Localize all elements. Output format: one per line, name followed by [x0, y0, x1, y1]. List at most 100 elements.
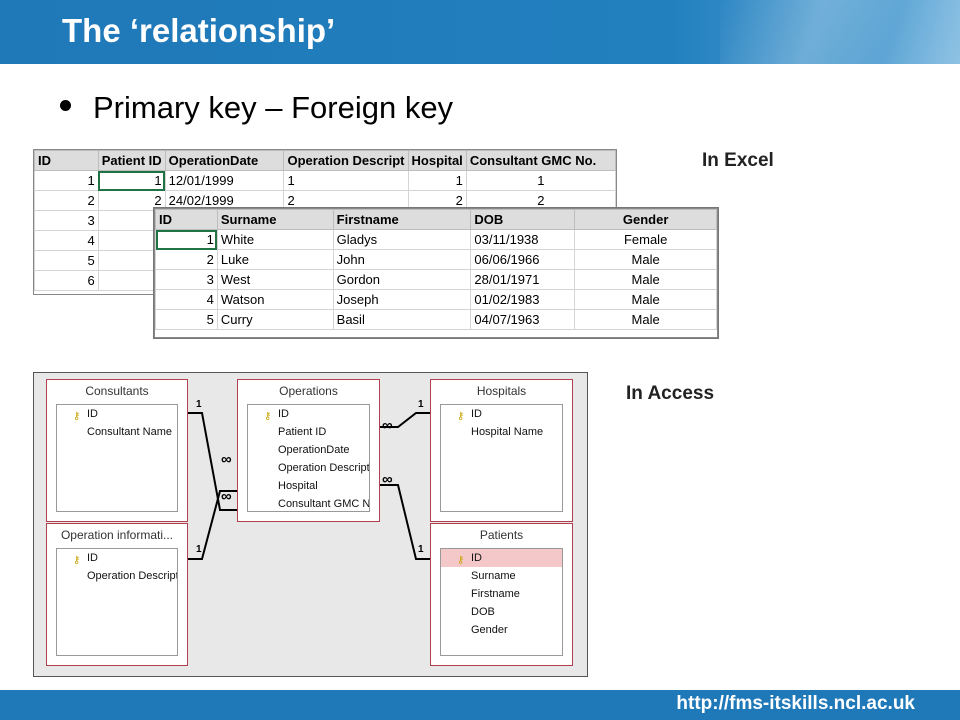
- field-label: ID: [87, 552, 98, 564]
- relationship-line: [380, 412, 430, 428]
- column-header: Patient ID: [97, 150, 166, 171]
- cell[interactable]: John: [332, 249, 472, 270]
- field-item[interactable]: Operation Descript: [248, 459, 369, 477]
- field-item[interactable]: Patient ID: [248, 423, 369, 441]
- table-title: Consultants: [85, 384, 149, 398]
- field-item[interactable]: Gender: [441, 621, 562, 639]
- cell[interactable]: West: [216, 269, 334, 290]
- cell[interactable]: Gladys: [332, 229, 472, 250]
- cell[interactable]: 4: [155, 289, 218, 310]
- cell[interactable]: 3: [34, 210, 99, 231]
- cell[interactable]: Male: [574, 289, 717, 310]
- field-item[interactable]: Surname: [441, 567, 562, 585]
- cell[interactable]: 06/06/1966: [470, 249, 576, 270]
- cell[interactable]: Luke: [216, 249, 334, 270]
- cell[interactable]: 5: [34, 250, 99, 271]
- field-item[interactable]: Hospital Name: [441, 423, 562, 441]
- field-item[interactable]: ⚷ID: [57, 405, 177, 423]
- cell[interactable]: 12/01/1999: [164, 170, 285, 191]
- cell[interactable]: 2: [34, 190, 99, 211]
- table-patients[interactable]: Patients ⚷ID Surname Firstname DOB Gende…: [430, 523, 573, 666]
- column-header: Firstname: [332, 209, 472, 230]
- cell[interactable]: 2: [155, 249, 218, 270]
- field-list: ⚷ID Surname Firstname DOB Gender: [440, 548, 563, 656]
- field-item[interactable]: Consultant GMC N: [248, 495, 369, 513]
- table-row: 4 Watson Joseph 01/02/1983 Male: [155, 289, 717, 310]
- cell[interactable]: 1: [407, 170, 467, 191]
- cell[interactable]: 1: [34, 170, 99, 191]
- cell[interactable]: Female: [574, 229, 717, 250]
- cell[interactable]: 01/02/1983: [470, 289, 576, 310]
- cell[interactable]: Curry: [216, 309, 334, 330]
- field-label: Operation Descript: [87, 570, 177, 582]
- cell[interactable]: Watson: [216, 289, 334, 310]
- table-row: 1 1 12/01/1999 1 1 1: [34, 170, 616, 191]
- label-in-access: In Access: [626, 383, 715, 404]
- field-list: ⚷ID Patient ID OperationDate Operation D…: [247, 404, 370, 512]
- field-label: Operation Descript: [278, 462, 369, 474]
- field-item[interactable]: OperationDate: [248, 441, 369, 459]
- table-header-row: ID Patient ID OperationDate Operation De…: [34, 150, 616, 171]
- header-decoration: [720, 0, 960, 64]
- table-row: 5 Curry Basil 04/07/1963 Male: [155, 309, 717, 330]
- field-label: ID: [278, 408, 289, 420]
- slide-title: The ‘relationship’: [62, 12, 336, 49]
- bullet-text: Primary key – Foreign key: [93, 90, 454, 125]
- field-item[interactable]: Consultant Name: [57, 423, 177, 441]
- cell[interactable]: 03/11/1938: [470, 229, 576, 250]
- footer-url[interactable]: http://fms-itskills.ncl.ac.uk: [676, 693, 915, 714]
- table-hospitals[interactable]: Hospitals ⚷ID Hospital Name: [430, 379, 573, 522]
- table-row: 2 2 24/02/1999 2 2 2: [34, 190, 616, 211]
- label-in-excel: In Excel: [702, 150, 774, 171]
- cell[interactable]: 3: [155, 269, 218, 290]
- cell[interactable]: 1: [465, 170, 616, 191]
- table-operations[interactable]: Operations ⚷ID Patient ID OperationDate …: [237, 379, 380, 522]
- cell[interactable]: 5: [155, 309, 218, 330]
- field-label: Consultant Name: [87, 426, 172, 438]
- field-label: Hospital Name: [471, 426, 544, 438]
- field-item[interactable]: ⚷ID: [248, 405, 369, 423]
- cell[interactable]: 04/07/1963: [470, 309, 576, 330]
- table-row: 3 West Gordon 28/01/1971 Male: [155, 269, 717, 290]
- field-label: Firstname: [471, 588, 520, 600]
- excel-patients-table: ID Surname Firstname DOB Gender 1 White …: [155, 209, 717, 330]
- relationship-line: [188, 490, 237, 560]
- field-item[interactable]: ⚷ID: [441, 405, 562, 423]
- table-consultants[interactable]: Consultants ⚷ID Consultant Name: [46, 379, 188, 522]
- cell[interactable]: Joseph: [332, 289, 472, 310]
- field-item[interactable]: DOB: [441, 603, 562, 621]
- table-title: Patients: [479, 528, 524, 542]
- field-item[interactable]: Operation Descript: [57, 567, 177, 585]
- cell[interactable]: 4: [34, 230, 99, 251]
- column-header: ID: [155, 209, 218, 230]
- cardinality-many: ∞: [221, 488, 232, 505]
- column-header: ID: [34, 150, 99, 171]
- table-title: Operations: [279, 384, 338, 398]
- field-label: Gender: [471, 624, 508, 636]
- field-item[interactable]: Hospital: [248, 477, 369, 495]
- field-label: OperationDate: [278, 444, 350, 456]
- cell[interactable]: 1: [283, 170, 409, 191]
- field-label: ID: [471, 552, 482, 564]
- cardinality-many: ∞: [382, 471, 393, 488]
- cell-selected[interactable]: 1: [97, 170, 166, 191]
- relationship-line: [380, 484, 430, 560]
- cell[interactable]: Male: [574, 309, 717, 330]
- cell[interactable]: Basil: [332, 309, 472, 330]
- cell[interactable]: 6: [34, 270, 99, 291]
- cell[interactable]: Gordon: [332, 269, 472, 290]
- cell[interactable]: White: [216, 229, 334, 250]
- cell[interactable]: Male: [574, 269, 717, 290]
- cell[interactable]: Male: [574, 249, 717, 270]
- field-item-selected[interactable]: ⚷ID: [441, 549, 562, 567]
- access-relationships-diagram: 1 1 ∞ ∞ ∞ ∞ 1 1 Consultants ⚷ID Consulta…: [33, 372, 588, 677]
- relationship-line: [188, 412, 237, 511]
- cardinality-one: 1: [196, 544, 202, 555]
- table-operation-information[interactable]: Operation informati... ⚷ID Operation Des…: [46, 523, 188, 666]
- field-label: Hospital: [278, 480, 318, 492]
- field-item[interactable]: Firstname: [441, 585, 562, 603]
- cell[interactable]: 28/01/1971: [470, 269, 576, 290]
- cell-selected[interactable]: 1: [155, 229, 218, 250]
- field-label: ID: [471, 408, 482, 420]
- field-item[interactable]: ⚷ID: [57, 549, 177, 567]
